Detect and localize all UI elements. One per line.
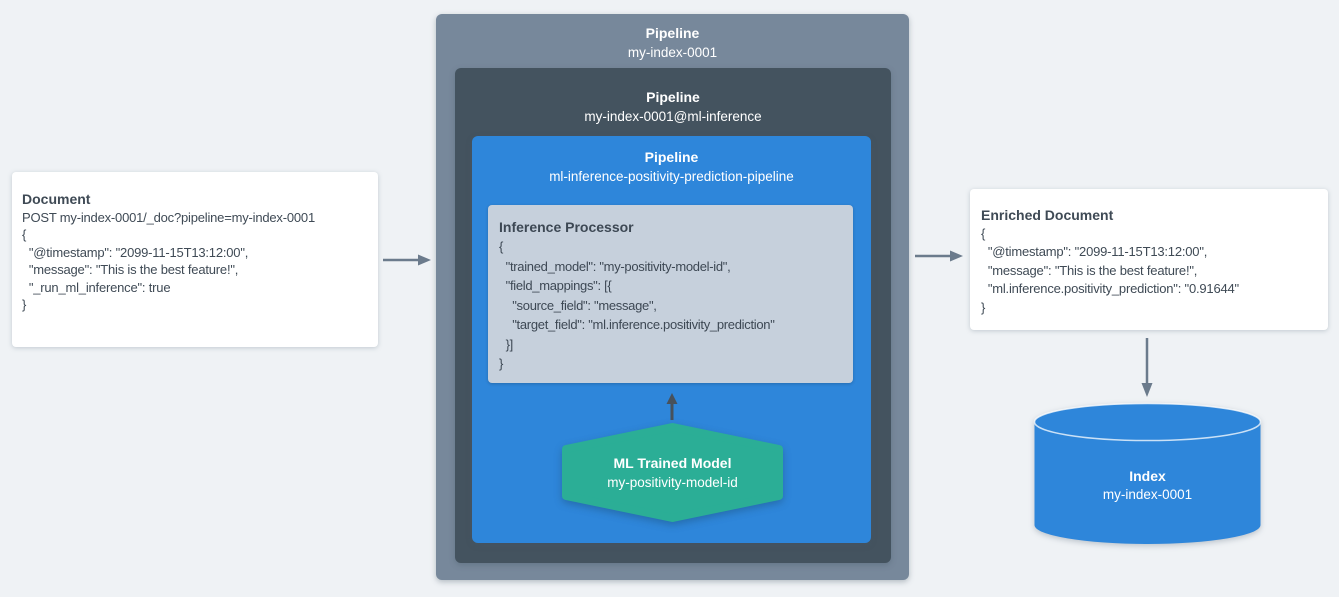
- enriched-document-title: Enriched Document: [981, 207, 1114, 223]
- outer-pipeline-name: my-index-0001: [627, 45, 718, 60]
- prediction-pipeline-name: ml-inference-positivity-prediction-pipel…: [549, 169, 794, 184]
- document-card-title: Document: [22, 191, 91, 207]
- inference-processor-json-text: { "trained_model": "my-positivity-model-…: [499, 239, 775, 371]
- hexagon-shape-icon: [562, 423, 783, 522]
- arrow-document-to-pipeline-icon: [383, 254, 431, 266]
- database-cylinder-icon: [1033, 402, 1262, 544]
- ml-trained-model-title: ML Trained Model: [613, 454, 732, 471]
- outer-pipeline-box: Pipeline my-index-0001 Pipeline my-index…: [436, 14, 909, 580]
- arrow-model-to-processor-icon: [666, 393, 678, 420]
- document-json-text: POST my-index-0001/_doc?pipeline=my-inde…: [22, 209, 315, 313]
- ml-trained-model-name: my-positivity-model-id: [607, 474, 738, 490]
- ml-inference-pipeline-name: my-index-0001@ml-inference: [584, 109, 762, 124]
- index-cylinder: Index my-index-0001: [1033, 402, 1262, 545]
- prediction-pipeline-box: Pipeline ml-inference-positivity-predict…: [472, 136, 871, 543]
- ml-trained-model-hexagon: ML Trained Model my-positivity-model-id: [562, 423, 783, 522]
- ml-inference-pipeline-header: Pipeline my-index-0001@ml-inference: [455, 68, 891, 126]
- outer-pipeline-title: Pipeline: [645, 25, 700, 41]
- enriched-document-card: Enriched Document { "@timestamp": "2099-…: [970, 189, 1328, 330]
- enriched-document-json-text: { "@timestamp": "2099-11-15T13:12:00", "…: [981, 225, 1239, 315]
- prediction-pipeline-title: Pipeline: [644, 149, 699, 165]
- index-name: my-index-0001: [1102, 486, 1193, 502]
- ml-inference-pipeline-title: Pipeline: [646, 89, 700, 105]
- outer-pipeline-header: Pipeline my-index-0001: [436, 14, 909, 62]
- inference-processor-title: Inference Processor: [499, 219, 634, 235]
- ml-inference-pipeline-box: Pipeline my-index-0001@ml-inference Pipe…: [455, 68, 891, 563]
- ml-trained-model-label: ML Trained Model my-positivity-model-id: [562, 423, 783, 522]
- index-label: Index my-index-0001: [1033, 467, 1262, 504]
- prediction-pipeline-header: Pipeline ml-inference-positivity-predict…: [472, 136, 871, 186]
- arrow-pipeline-to-enriched-icon: [915, 250, 963, 262]
- arrow-enriched-to-index-icon: [1141, 338, 1153, 397]
- inference-processor-card: Inference Processor { "trained_model": "…: [488, 205, 853, 383]
- index-title: Index: [1129, 468, 1166, 484]
- document-card: Document POST my-index-0001/_doc?pipelin…: [12, 172, 378, 347]
